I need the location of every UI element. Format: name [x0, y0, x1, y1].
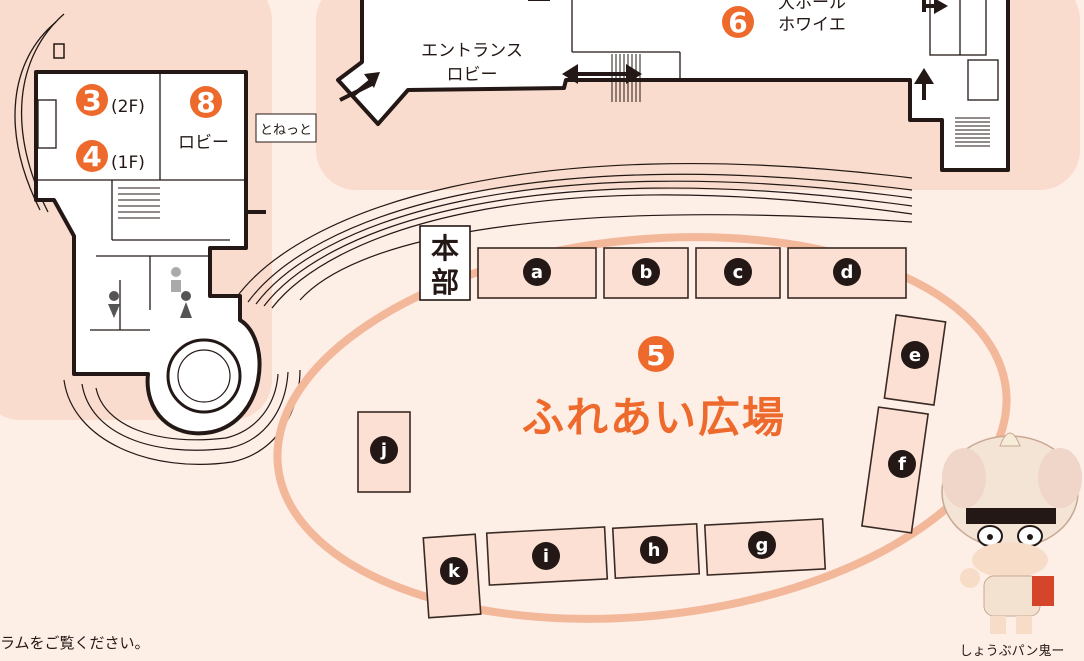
- mascot-illustration: [941, 432, 1082, 634]
- svg-text:a: a: [531, 262, 543, 283]
- svg-text:ロビー: ロビー: [447, 65, 498, 85]
- svg-text:部: 部: [431, 266, 459, 299]
- room-4-label: 4 (1F): [76, 140, 145, 173]
- entrance-lobby-label: エントランス ロビー: [421, 41, 523, 85]
- svg-text:c: c: [733, 262, 744, 283]
- svg-text:g: g: [756, 535, 769, 556]
- headquarters-label: 本 部: [419, 225, 471, 301]
- covered-walkway: [235, 162, 913, 309]
- svg-text:ロビー: ロビー: [178, 133, 229, 153]
- svg-text:f: f: [898, 454, 906, 475]
- svg-text:(2F): (2F): [111, 97, 145, 117]
- footer-note: ラムをご覧ください。: [0, 634, 150, 652]
- svg-text:b: b: [640, 262, 653, 283]
- svg-text:8: 8: [196, 86, 215, 119]
- main-hall-building: [336, 0, 1010, 172]
- svg-text:ホワイエ: ホワイエ: [778, 15, 846, 35]
- svg-text:5: 5: [646, 339, 665, 372]
- svg-text:i: i: [543, 546, 549, 567]
- svg-text:ふれあい広場: ふれあい広場: [522, 393, 786, 442]
- svg-text:(1F): (1F): [111, 153, 145, 173]
- svg-text:エントランス: エントランス: [421, 41, 523, 61]
- svg-text:h: h: [648, 540, 661, 561]
- booth-g: g: [703, 518, 827, 576]
- left-stairs: [118, 187, 160, 219]
- booth-a: a: [477, 247, 597, 299]
- svg-text:大ホール: 大ホール: [778, 0, 846, 13]
- hall-stairs: [955, 117, 990, 147]
- room-3-label: 3 (2F): [76, 84, 145, 117]
- svg-text:j: j: [380, 440, 387, 461]
- svg-text:e: e: [909, 345, 921, 366]
- booth-j: j: [357, 411, 411, 493]
- booth-k: k: [422, 533, 482, 619]
- svg-text:4: 4: [82, 140, 101, 173]
- booth-h: h: [611, 522, 701, 580]
- booth-i: i: [485, 526, 609, 586]
- room-8-label: 8 ロビー: [178, 86, 229, 153]
- room-6-label: 6 大ホール ホワイエ: [722, 0, 846, 39]
- plaza-ring: [273, 233, 1011, 623]
- booth-f: f: [860, 406, 930, 534]
- booth-e: e: [883, 314, 947, 406]
- booth-c: c: [695, 247, 781, 299]
- svg-text:とねっと: とねっと: [260, 123, 312, 138]
- svg-text:本: 本: [431, 232, 459, 265]
- plaza-label: 5 ふれあい広場: [522, 336, 786, 442]
- direction-arrows: [232, 0, 948, 222]
- svg-text:6: 6: [728, 6, 747, 39]
- svg-text:k: k: [448, 561, 461, 582]
- booth-d: d: [787, 247, 907, 299]
- svg-text:3: 3: [82, 84, 101, 117]
- mascot-caption: しょうぶパン鬼ー: [960, 643, 1065, 659]
- tonetto-label: とねっと: [255, 113, 317, 143]
- svg-text:d: d: [841, 262, 854, 283]
- booth-b: b: [603, 247, 689, 299]
